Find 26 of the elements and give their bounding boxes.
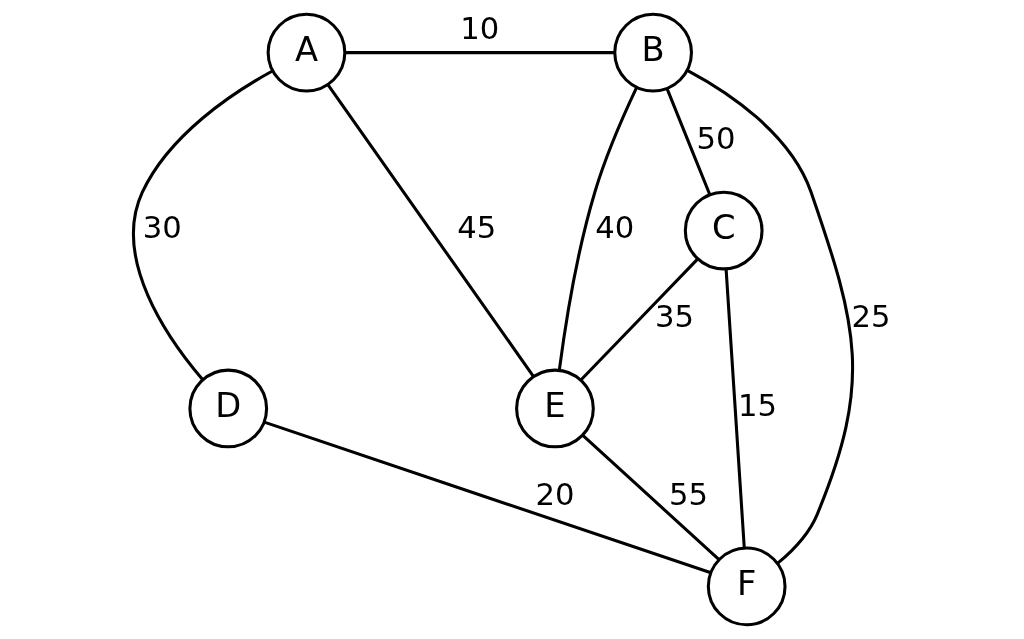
edge-label: 25 xyxy=(851,299,891,335)
connector xyxy=(724,269,746,548)
node-circle: A xyxy=(266,12,347,93)
node-circle: D xyxy=(188,368,269,449)
connector xyxy=(581,434,720,561)
edge-label: 20 xyxy=(535,477,575,513)
edge-label: 10 xyxy=(460,10,500,46)
connector xyxy=(687,69,854,565)
edge-label: 30 xyxy=(142,210,182,246)
connector xyxy=(557,86,639,371)
connector xyxy=(132,69,274,381)
edge-label: 35 xyxy=(655,299,695,335)
edge-label: 45 xyxy=(457,210,497,246)
edge-label: 50 xyxy=(696,121,736,157)
node-circle: B xyxy=(613,12,693,93)
connector xyxy=(580,258,699,381)
edge-label: 55 xyxy=(668,477,708,513)
node-circle: F xyxy=(706,546,787,627)
node-circle: C xyxy=(683,190,764,271)
connector xyxy=(263,420,711,574)
edge-label: 40 xyxy=(595,210,635,246)
connector xyxy=(344,51,615,55)
node-circle: E xyxy=(515,368,595,449)
connector xyxy=(665,88,712,196)
connector xyxy=(326,83,535,378)
edge-label: 15 xyxy=(737,388,777,424)
